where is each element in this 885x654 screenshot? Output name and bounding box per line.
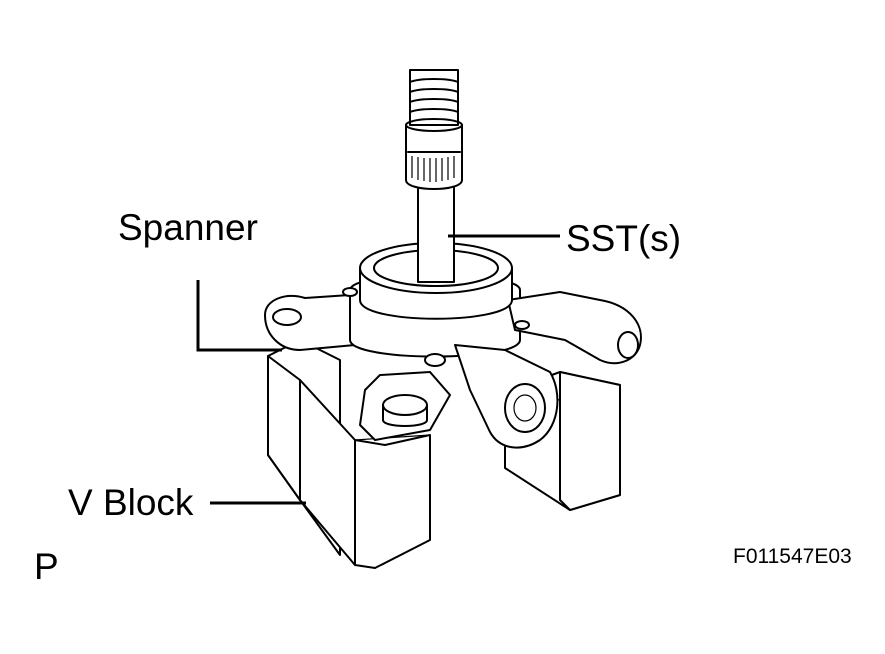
leader-lines <box>196 234 560 505</box>
sst-tool <box>405 69 463 283</box>
sst-label: SST(s) <box>566 218 682 259</box>
spanner-leader <box>196 280 282 352</box>
v-block <box>267 339 621 569</box>
corner-letter: P <box>34 546 59 587</box>
v-block-label: V Block <box>68 482 194 523</box>
figure-code: F011547E03 <box>733 545 852 568</box>
spanner-label: Spanner <box>118 207 258 248</box>
